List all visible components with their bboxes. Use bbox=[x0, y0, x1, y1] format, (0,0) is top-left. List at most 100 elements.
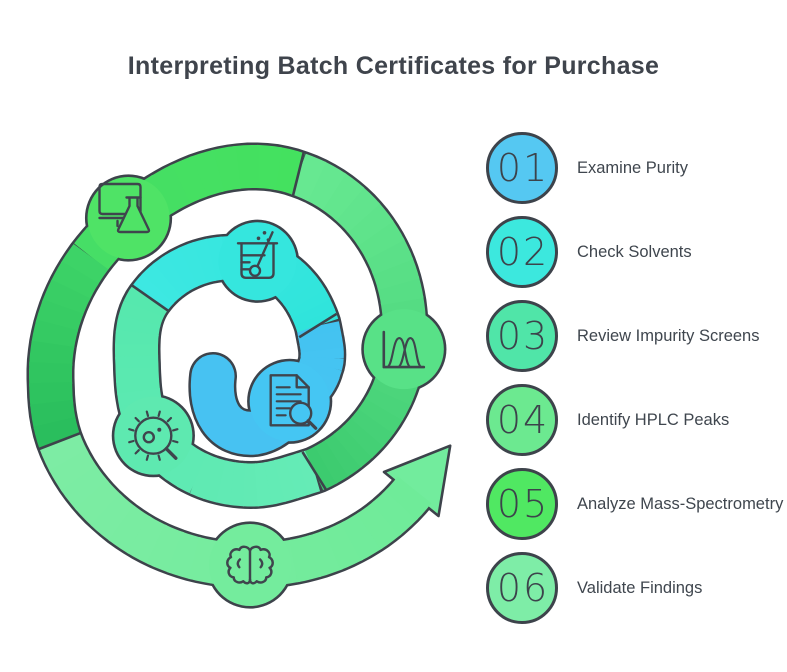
step-label: Review Impurity Screens bbox=[577, 326, 760, 345]
segment-middle-green bbox=[372, 257, 420, 291]
icon-part bbox=[255, 231, 274, 270]
beaker-stirrer-icon bbox=[236, 230, 279, 279]
icon-part bbox=[258, 558, 264, 569]
segment-middle-mint bbox=[296, 449, 321, 495]
segment-bottom-spring-green bbox=[371, 488, 419, 536]
segment-left-dark-green bbox=[29, 381, 74, 407]
segment-middle-green bbox=[324, 433, 363, 477]
step-number-badge: 02 bbox=[486, 216, 558, 288]
step-label: Validate Findings bbox=[577, 578, 703, 597]
icon-part bbox=[236, 558, 242, 569]
segment-bottom-spring-green bbox=[75, 480, 123, 527]
segment-middle-mint bbox=[177, 449, 210, 494]
segment-middle-mint bbox=[115, 367, 160, 383]
segment-middle-green bbox=[305, 445, 338, 491]
segment-boundary bbox=[301, 451, 327, 490]
segment-bottom-spring-green bbox=[167, 531, 202, 580]
step-label: Check Solvents bbox=[577, 242, 692, 261]
segment-boundary bbox=[38, 431, 81, 451]
segment-middle-mint bbox=[229, 462, 248, 507]
segment-inner-cyan bbox=[287, 287, 331, 319]
step-row: 01 Examine Purity bbox=[486, 132, 783, 204]
segment-middle-green bbox=[342, 416, 385, 458]
segment-bottom-spring-green bbox=[324, 521, 364, 571]
segment-left-dark-green bbox=[30, 399, 76, 430]
segment-left-dark-green bbox=[31, 319, 79, 350]
segment-middle-mint bbox=[284, 453, 311, 499]
step-row: 06 Validate Findings bbox=[486, 552, 783, 624]
segment-bottom-spring-green bbox=[340, 511, 383, 561]
segment-top-bright-green bbox=[150, 164, 191, 214]
segment-inner-blue bbox=[298, 329, 343, 347]
segment-middle-mint bbox=[274, 456, 300, 502]
segment-inner-cyan bbox=[152, 254, 190, 298]
segment-bottom-spring-green bbox=[126, 515, 168, 565]
segment-middle-mint bbox=[115, 315, 161, 336]
segment-middle-mint bbox=[118, 300, 164, 328]
monitor-flask-icon bbox=[98, 182, 151, 234]
segment-bottom-spring-green bbox=[356, 501, 402, 550]
step-number-badge: 01 bbox=[486, 132, 558, 204]
segment-middle-green bbox=[356, 219, 405, 261]
segment-inner-blue bbox=[298, 358, 342, 380]
chromatogram-peaks-icon bbox=[382, 330, 426, 369]
step-row: 05 Analyze Mass-Spectrometry bbox=[486, 468, 783, 540]
icon-part bbox=[385, 337, 412, 369]
segment-bottom-spring-green bbox=[146, 524, 184, 574]
segment-middle-green bbox=[320, 172, 365, 221]
segment-inner-blue bbox=[299, 337, 344, 353]
segment-top-bright-green bbox=[232, 145, 259, 189]
step-number: 01 bbox=[496, 146, 550, 190]
segment-top-bright-green bbox=[168, 156, 208, 205]
segment-bottom-spring-green bbox=[307, 529, 343, 578]
microbe-magnifier-icon bbox=[128, 410, 179, 461]
step-number: 06 bbox=[496, 566, 550, 610]
spiral-color-layer bbox=[28, 144, 444, 606]
segment-inner-blue bbox=[296, 321, 341, 339]
segment-middle-green bbox=[365, 386, 412, 421]
segment-middle-mint bbox=[254, 462, 273, 507]
icon-part bbox=[295, 374, 310, 389]
document-magnifier-icon bbox=[269, 374, 318, 430]
segment-bottom-spring-green bbox=[90, 493, 137, 542]
segment-top-bright-green bbox=[272, 146, 306, 195]
segment-bottom-spring-green bbox=[385, 476, 432, 521]
segment-inner-cyan bbox=[141, 263, 182, 305]
segment-left-dark-green bbox=[60, 244, 109, 287]
segment-middle-green bbox=[333, 425, 374, 468]
step-number-badge: 06 bbox=[486, 552, 558, 624]
segment-bottom-spring-green bbox=[49, 449, 98, 493]
step-number: 02 bbox=[496, 230, 550, 274]
segment-middle-green bbox=[290, 153, 327, 202]
segment-middle-green bbox=[377, 276, 424, 306]
icon-part bbox=[262, 230, 267, 235]
icon-part bbox=[116, 196, 151, 234]
icon-part bbox=[248, 264, 262, 277]
step-row: 03 Review Impurity Screens bbox=[486, 300, 783, 372]
segment-left-dark-green bbox=[33, 417, 80, 448]
segment-middle-green bbox=[304, 161, 347, 210]
icon-part bbox=[256, 236, 261, 241]
step-number: 03 bbox=[496, 314, 550, 358]
steps-list: 01 Examine Purity 02 Check Solvents 03 R… bbox=[486, 132, 783, 636]
segment-middle-green bbox=[314, 439, 349, 484]
segment-inner-cyan bbox=[277, 269, 319, 306]
segment-middle-green bbox=[333, 186, 381, 233]
icon-part bbox=[128, 410, 179, 461]
segment-middle-mint bbox=[263, 459, 287, 505]
segment-inner-cyan bbox=[282, 279, 326, 312]
segment-left-dark-green bbox=[41, 279, 91, 316]
segment-middle-mint bbox=[202, 457, 228, 503]
segment-inner-cyan bbox=[294, 308, 339, 333]
segment-bottom-spring-green bbox=[289, 535, 322, 583]
segment-top-bright-green bbox=[254, 144, 283, 190]
segment-inner-blue bbox=[299, 354, 344, 371]
step-label: Identify HPLC Peaks bbox=[577, 410, 730, 429]
segment-middle-mint bbox=[215, 460, 238, 506]
step-row: 04 Identify HPLC Peaks bbox=[486, 384, 783, 456]
segment-middle-green bbox=[346, 201, 394, 246]
step-number-badge: 05 bbox=[486, 468, 558, 540]
segment-left-dark-green bbox=[50, 261, 99, 302]
page-title: Interpreting Batch Certificates for Purc… bbox=[127, 52, 660, 80]
